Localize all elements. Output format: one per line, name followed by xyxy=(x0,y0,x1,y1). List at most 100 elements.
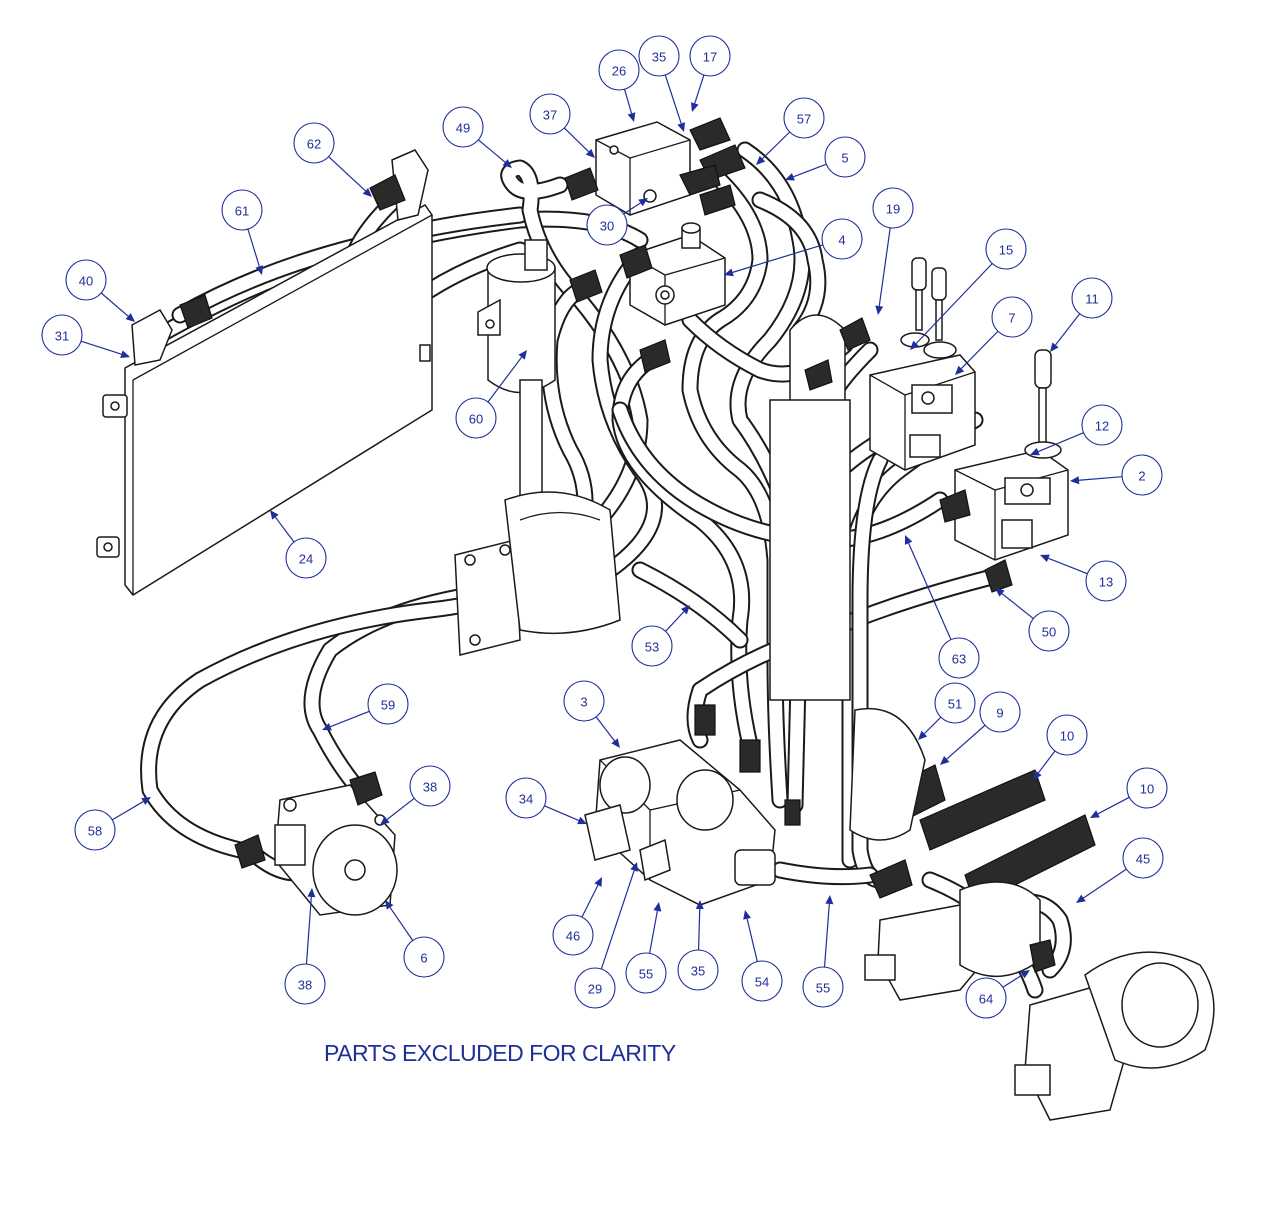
callout-bubble xyxy=(638,35,680,77)
callout-label: 62 xyxy=(307,137,321,152)
callout-10: 10 xyxy=(1033,714,1088,780)
callout-50: 50 xyxy=(995,588,1070,652)
callout-leader-line xyxy=(328,156,366,192)
callout-label: 13 xyxy=(1099,575,1113,590)
callout-arrowhead xyxy=(1050,342,1059,352)
callout-label: 57 xyxy=(797,112,811,127)
callout-label: 35 xyxy=(652,50,666,65)
callout-bubble xyxy=(991,296,1033,338)
callout-label: 7 xyxy=(1008,311,1015,326)
callout-leader-line xyxy=(732,244,824,273)
callout-leader-line xyxy=(960,330,999,370)
callout-label: 15 xyxy=(999,243,1013,258)
callout-6: 6 xyxy=(385,900,445,978)
callout-label: 51 xyxy=(948,697,962,712)
hose-10-fill xyxy=(753,193,825,337)
tandem-pump xyxy=(584,739,776,906)
callout-leader-line xyxy=(664,74,682,124)
callout-arrowhead xyxy=(1033,770,1042,780)
callout-leader-line xyxy=(581,884,599,918)
callout-arrowhead xyxy=(1030,447,1040,456)
callout-label: 64 xyxy=(979,992,993,1007)
callout-leader-line xyxy=(274,516,295,543)
callout-leader-line xyxy=(111,801,144,821)
callout-leader-line xyxy=(823,903,830,968)
callout-arrowhead xyxy=(995,588,1005,597)
callout-bubble xyxy=(1046,714,1088,756)
callout-arrowhead xyxy=(385,900,394,910)
callout-leader-line xyxy=(1048,557,1088,575)
callout-leader-line xyxy=(544,805,579,822)
callout-59: 59 xyxy=(322,683,409,731)
callout-54: 54 xyxy=(741,910,783,1002)
callout-30: 30 xyxy=(586,198,648,246)
callout-label: 49 xyxy=(456,121,470,136)
callout-bubble xyxy=(821,218,863,260)
callout-leader-line xyxy=(1078,476,1123,481)
callout-arrowhead xyxy=(690,102,699,112)
callout-bubble xyxy=(505,777,547,819)
callout-label: 24 xyxy=(299,552,313,567)
callout-arrowhead xyxy=(502,159,512,168)
callout-label: 9 xyxy=(996,706,1003,721)
callout-57: 57 xyxy=(756,97,825,165)
callout-bubble xyxy=(41,314,83,356)
callout-bubble xyxy=(586,204,628,246)
callout-bubble xyxy=(985,228,1027,270)
callout-arrowhead xyxy=(1090,810,1100,818)
callout-bubble xyxy=(934,682,976,724)
callout-26: 26 xyxy=(598,49,640,122)
callout-leader-line xyxy=(649,910,658,954)
hose-9-fill xyxy=(731,143,809,527)
callout-leader-line xyxy=(563,127,589,153)
callout-arrowhead xyxy=(585,148,595,158)
callout-arrowhead xyxy=(362,187,372,197)
callout-arrowhead xyxy=(825,895,834,905)
callout-arrowhead xyxy=(255,265,264,275)
callout-leader-line xyxy=(694,74,705,104)
callout-bubble xyxy=(284,963,326,1005)
callout-55: 55 xyxy=(802,895,844,1008)
control-levers xyxy=(900,257,957,359)
callout-62: 62 xyxy=(293,122,372,197)
callout-34: 34 xyxy=(505,777,587,825)
callout-leader-line xyxy=(623,202,641,215)
callout-3: 3 xyxy=(563,680,620,748)
callout-arrowhead xyxy=(380,816,390,825)
callout-arrowhead xyxy=(630,862,638,872)
manifold-block xyxy=(595,121,691,216)
callout-label: 55 xyxy=(816,981,830,996)
callout-arrowhead xyxy=(743,910,751,920)
callout-bubble xyxy=(563,680,605,722)
callout-arrowhead xyxy=(1040,554,1050,563)
callout-15: 15 xyxy=(910,228,1027,350)
callout-arrowhead xyxy=(125,313,135,322)
callout-bubble xyxy=(552,914,594,956)
callout-bubble xyxy=(783,97,825,139)
callout-leader-line xyxy=(389,907,414,941)
callout-leader-line xyxy=(762,131,791,160)
callout-leader-line xyxy=(908,542,952,640)
drive-motor-lower xyxy=(1014,951,1215,1121)
callout-label: 35 xyxy=(691,964,705,979)
callout-arrowhead xyxy=(594,877,602,887)
callout-leader-line xyxy=(595,716,616,742)
callout-bubble xyxy=(598,49,640,91)
callout-11: 11 xyxy=(1050,277,1113,352)
callout-arrowhead xyxy=(677,122,685,132)
single-lever xyxy=(1024,349,1062,459)
callout-bubble xyxy=(1081,404,1123,446)
callout-bubble xyxy=(1121,454,1163,496)
callout-bubble xyxy=(631,625,673,667)
callout-leader-line xyxy=(1037,750,1056,774)
hose-18-fill xyxy=(633,563,747,647)
callout-label: 10 xyxy=(1140,782,1154,797)
callout-40: 40 xyxy=(65,259,135,322)
callout-leader-line xyxy=(623,89,633,114)
callout-arrowhead xyxy=(518,350,527,360)
callout-label: 30 xyxy=(600,219,614,234)
callout-bubble xyxy=(1028,610,1070,652)
callout-bubble xyxy=(802,966,844,1008)
callout-bubble xyxy=(455,397,497,439)
callout-55: 55 xyxy=(625,902,667,994)
